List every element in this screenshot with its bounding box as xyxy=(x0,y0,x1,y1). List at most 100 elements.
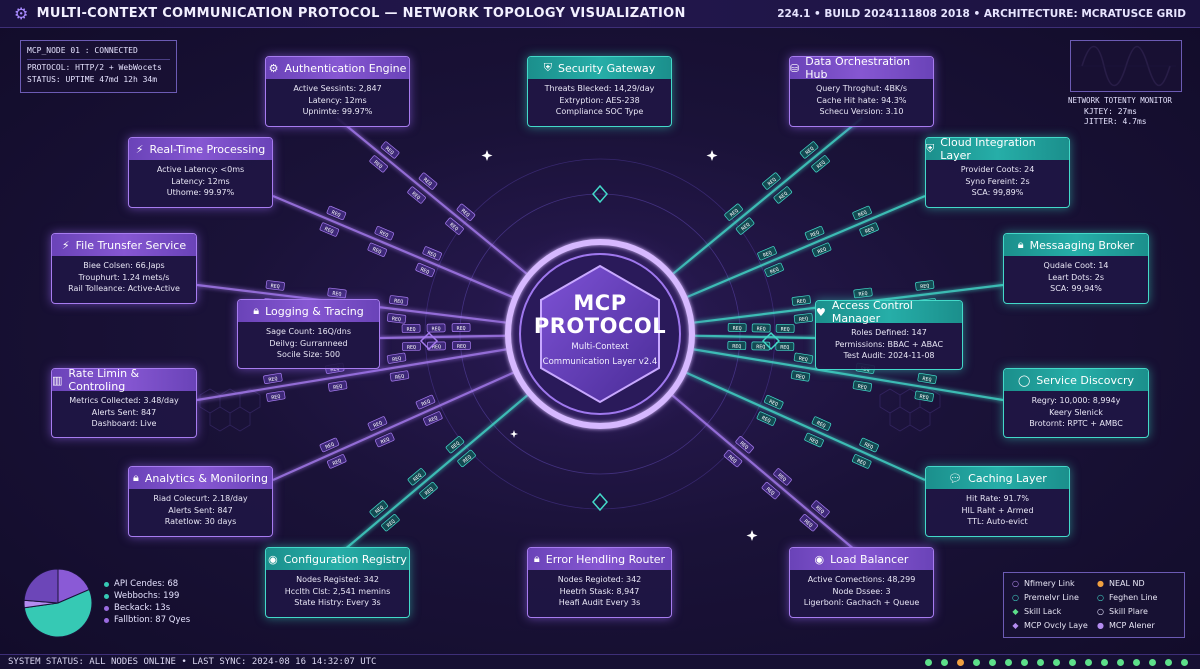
circle-icon: ○ xyxy=(1097,592,1104,602)
pie-legend-label: API Cendes: 68 xyxy=(114,579,179,589)
card-body: Metrics Collected: 3.48/day Alerts Sent:… xyxy=(52,391,196,430)
bar-chart-icon: ▥ xyxy=(52,373,63,387)
packet-tag: REQ xyxy=(804,226,825,241)
packet-tag-label: REQ xyxy=(412,473,423,483)
card-load-balancer[interactable]: ◉Load Balancer Active Comections: 48,299… xyxy=(789,547,934,618)
packet-tag-label: REQ xyxy=(769,267,780,276)
card-authentication-engine[interactable]: ⚙Authentication Engine Active Sessints: … xyxy=(265,56,410,127)
packet-tag-box xyxy=(422,246,442,261)
packet-tag: REQ xyxy=(423,411,443,426)
legend-label: NEAL ND xyxy=(1109,578,1145,588)
card-analytics-monitoring[interactable]: 🔒︎Analytics & Moniloring Riad Colecurt: … xyxy=(128,466,273,537)
packet-tag-label: REQ xyxy=(803,519,814,529)
status-dot xyxy=(1181,658,1188,666)
packet-tag: REQ xyxy=(389,295,409,306)
card-row: SCA: 99,89% xyxy=(971,188,1024,197)
gear-icon[interactable]: ⚙ xyxy=(14,4,29,23)
card-header: ⚡Real-Time Processing xyxy=(129,138,272,160)
card-row: Brotornt: RPTC + AMBC xyxy=(1029,419,1123,428)
uptime-line: STATUS: UPTIME 47md 12h 34m xyxy=(27,75,158,84)
packet-tag-label: REQ xyxy=(778,191,789,201)
card-row: Latency: 12ms xyxy=(171,176,230,186)
packet-tag-box xyxy=(265,280,285,291)
card-configuration-registry[interactable]: ◉Configuration Registry Nodes Registed: … xyxy=(265,547,410,618)
packet-tag-box xyxy=(452,341,471,351)
packet-tag-box xyxy=(764,394,784,410)
card-data-orchestration-hub[interactable]: ⛁Data Orchestration Hub Query Throghut: … xyxy=(789,56,934,127)
legend-item: ●NEAL ND xyxy=(1097,577,1176,591)
packet-tag-box xyxy=(451,323,471,333)
card-row: Permissions: BBAC + ABAC xyxy=(834,339,944,349)
card-row: Schecu Version: 3.10 xyxy=(819,107,904,116)
packet-tag: REQ xyxy=(811,155,830,173)
card-cloud-integration-layer[interactable]: ⛨Cloud Integration Layer Provider Coots:… xyxy=(925,137,1070,208)
card-body: Roles Defined: 147 Permissions: BBAC + A… xyxy=(816,323,962,362)
card-row: Syno Fereint: 2s xyxy=(965,176,1030,186)
packet-tag-label: REQ xyxy=(741,222,752,232)
connection-link xyxy=(272,371,514,482)
connection-link xyxy=(693,348,1004,402)
card-caching-layer[interactable]: 💬︎Caching Layer Hit Rate: 91.7% HIL Raht… xyxy=(925,466,1070,537)
legend-swatch xyxy=(104,593,109,599)
status-dot xyxy=(957,658,964,666)
card-rate-limiting-controlling[interactable]: ▥Rate Limin & Controling Metrics Collect… xyxy=(51,368,197,438)
card-title: Authentication Engine xyxy=(284,61,407,75)
card-real-time-processing[interactable]: ⚡Real-Time Processing Active Latency: <0… xyxy=(128,137,273,208)
card-title: Logging & Tracing xyxy=(265,304,364,318)
mcp-hub[interactable]: MCP PROTOCOL Multi-Context Communication… xyxy=(500,292,700,368)
connection-link xyxy=(686,371,926,482)
packet-tag-label: REQ xyxy=(781,327,790,333)
packet-tag: REQ xyxy=(418,172,438,190)
network-monitor-panel[interactable] xyxy=(1070,40,1182,92)
packet-tag-box xyxy=(751,323,771,333)
card-messaging-broker[interactable]: 🔒︎Messaaging Broker Qudale Coot: 14 Lear… xyxy=(1003,233,1149,304)
card-error-handling-router[interactable]: 🔒︎Error Hendling Router Nodes Regioted: … xyxy=(527,547,672,618)
packet-tag-label: REQ xyxy=(324,226,335,235)
pie-chart xyxy=(23,568,93,638)
status-dot xyxy=(1149,658,1156,666)
packet-tag-label: REQ xyxy=(808,437,819,446)
packet-tag: REQ xyxy=(859,437,879,453)
packet-tag: REQ xyxy=(852,454,872,469)
packet-tag-box xyxy=(401,323,421,333)
packet-tag: REQ xyxy=(859,222,879,237)
status-dot xyxy=(1021,658,1028,666)
packet-tag-box xyxy=(735,436,754,454)
packet-tag-box xyxy=(761,481,781,500)
card-logging-tracing[interactable]: 🔒︎Logging & Tracing Sage Count: 16Q/dns … xyxy=(237,299,380,369)
card-header: ◉Configuration Registry xyxy=(266,548,409,570)
packet-tag-label: REQ xyxy=(756,344,765,350)
packet-tag-box xyxy=(380,141,400,159)
legend-label: Skill Plare xyxy=(1109,606,1148,616)
packet-tag-label: REQ xyxy=(421,399,432,408)
packet-tag: REQ xyxy=(775,341,795,351)
monitor-kitey: KJTEY: 27ms xyxy=(1084,106,1137,116)
packet-tag-label: REQ xyxy=(424,486,435,496)
packet-tag: REQ xyxy=(369,155,388,173)
card-row: Query Throghut: 4BK/s xyxy=(815,84,908,93)
packet-tag: REQ xyxy=(369,500,388,518)
topology-legend: ○Nfimery Link ●NEAL ND ○Premelvr Line ○F… xyxy=(1003,572,1185,638)
packet-tag-label: REQ xyxy=(373,420,384,429)
card-file-transfer-service[interactable]: ⚡File Trunsfer Service Biee Colsen: 66.J… xyxy=(51,233,197,304)
card-row: State Histry: Every 3s xyxy=(294,598,381,607)
card-row: Active Latency: <0ms xyxy=(156,165,245,174)
packet-tag-label: REQ xyxy=(386,518,397,528)
legend-label: MCP Ovcly Laye xyxy=(1024,620,1088,630)
packet-tag-box xyxy=(811,242,832,257)
packet-tag-label: REQ xyxy=(761,415,772,424)
card-access-control-manager[interactable]: ♥Access Control Manager Roles Defined: 1… xyxy=(815,300,963,370)
status-dot xyxy=(1037,658,1044,666)
packet-tag: REQ xyxy=(426,323,446,333)
packet-tag-box xyxy=(859,437,879,453)
packet-tag: REQ xyxy=(452,341,471,351)
card-service-discovery[interactable]: ◯Service Discovcry Regry: 10,000: 8,994y… xyxy=(1003,368,1149,438)
packet-tag-box xyxy=(915,280,935,291)
app-title-text: MULTI-CONTEXT COMMUNICATION PROTOCOL — N… xyxy=(36,6,686,21)
packet-tag: REQ xyxy=(751,323,771,333)
legend-swatch xyxy=(104,581,109,587)
packet-tag: REQ xyxy=(456,203,476,221)
packet-tag-label: REQ xyxy=(856,458,867,467)
card-security-gateway[interactable]: ⛨Security Gateway Threats Blecked: 14,29… xyxy=(527,56,672,127)
status-dot xyxy=(1085,658,1092,666)
